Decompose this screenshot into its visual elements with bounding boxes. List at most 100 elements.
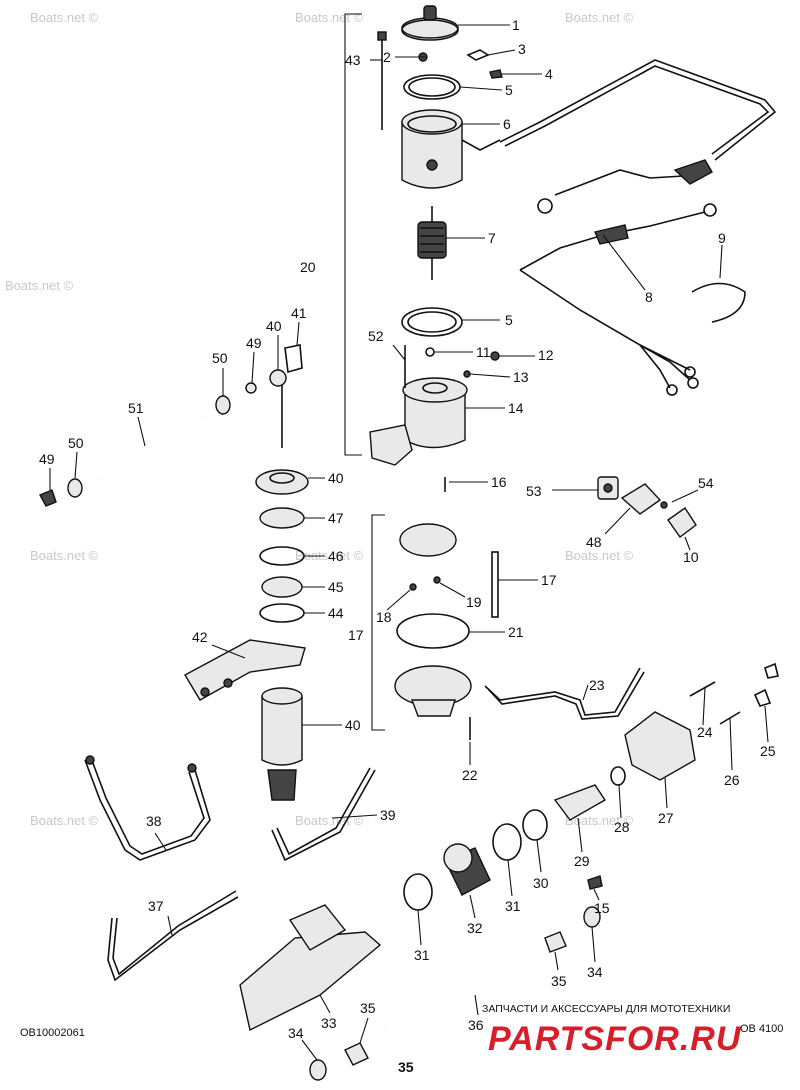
fitting-part (753, 688, 772, 707)
fitting-part (187, 763, 197, 773)
callout-label: 33 (321, 1015, 337, 1031)
tube-part (90, 757, 205, 855)
callout-label: 13 (513, 369, 529, 385)
callout-label: 34 (288, 1025, 304, 1041)
watermark: Boats.net © (30, 813, 99, 828)
callout-labels: 1 2 3 4 5 6 7 43 20 5 8 9 52 11 12 13 14… (39, 17, 776, 1041)
page-number: 35 (398, 1059, 414, 1075)
callout-label: 14 (508, 400, 524, 416)
callout-label: 9 (718, 230, 726, 246)
callout-label: 49 (39, 451, 55, 467)
callout-label: 4 (545, 66, 553, 82)
washer-part (522, 809, 548, 841)
callout-label: 50 (212, 350, 228, 366)
callout-label: 43 (345, 52, 361, 68)
bolt-part (689, 681, 716, 697)
tube-part (107, 896, 239, 982)
callout-label: 40 (328, 470, 344, 486)
callout-label: 46 (328, 548, 344, 564)
nut-part (490, 351, 500, 361)
callout-label: 24 (697, 724, 713, 740)
o-ring-part (259, 603, 305, 623)
ring-terminal (537, 198, 553, 214)
reservoir-body-part (261, 687, 303, 801)
nut-part (309, 1059, 327, 1081)
watermark-group: Boats.net © Boats.net © Boats.net © Boat… (5, 10, 634, 828)
fitting-part (764, 662, 779, 679)
callout-label: 6 (503, 116, 511, 132)
callout-label: 10 (683, 549, 699, 565)
switch-part (597, 476, 619, 500)
callout-label: 17 (348, 627, 364, 643)
o-ring-part (403, 74, 461, 100)
cylinder-part (443, 843, 491, 896)
mounting-bracket-part (184, 639, 306, 701)
callout-label: 42 (192, 629, 208, 645)
callout-label: 39 (380, 807, 396, 823)
bracket-rod (499, 59, 777, 161)
callout-label: 40 (345, 717, 361, 733)
hand-pump-part (269, 344, 303, 448)
callout-label: 37 (148, 898, 164, 914)
tube-part (271, 769, 376, 862)
wire-harness-part (519, 203, 717, 396)
check-valve-part (491, 551, 499, 618)
watermark: Boats.net © (295, 813, 364, 828)
callout-label: 45 (328, 579, 344, 595)
watermark: Boats.net © (295, 10, 364, 25)
callout-label: 28 (614, 819, 630, 835)
pump-body-part (394, 665, 472, 717)
wire-lead (554, 169, 701, 196)
callout-label: 5 (505, 82, 513, 98)
small-part (489, 69, 503, 79)
callout-label: 44 (328, 605, 344, 621)
cap-part (401, 5, 459, 41)
watermark: Boats.net © (565, 10, 634, 25)
store-tagline: ЗАПЧАСТИ И АКСЕССУАРЫ ДЛЯ МОТОТЕХНИКИ (482, 1003, 730, 1015)
connector-part (673, 159, 713, 185)
assembly-bracket (371, 514, 385, 731)
store-brand-logo: PARTSFOR.RU (488, 1020, 742, 1058)
callout-label: 2 (383, 49, 391, 65)
ball-part (409, 583, 417, 591)
callout-label: 51 (128, 400, 144, 416)
switch-cover-part (667, 507, 697, 538)
motor-housing-part (624, 711, 696, 781)
callout-label: 22 (462, 767, 478, 783)
callout-label: 29 (574, 853, 590, 869)
leader-lines (49, 24, 769, 1061)
callout-label: 19 (466, 594, 482, 610)
valve-part (261, 576, 303, 598)
bolt-part (200, 687, 210, 697)
end-housing-part (369, 345, 468, 466)
fitting-part (344, 1042, 369, 1066)
callout-label: 34 (587, 964, 603, 980)
watermark: Boats.net © (30, 548, 99, 563)
nut-part (39, 489, 57, 507)
shaft-highlight (384, 928, 551, 1032)
callout-label: 7 (488, 230, 496, 246)
pump-cover-part (399, 523, 457, 557)
bolt-part (223, 678, 233, 688)
callout-label: 17 (541, 572, 557, 588)
bracket-rod (504, 65, 770, 155)
o-ring-part (492, 823, 522, 861)
reservoir-cap-part (255, 469, 309, 495)
tube-part (276, 767, 371, 856)
assembly-bracket (344, 13, 362, 456)
callout-label: 23 (589, 677, 605, 693)
watermark: Boats.net © (565, 548, 634, 563)
callout-label: 30 (533, 875, 549, 891)
housing-part (401, 109, 501, 189)
o-ring-part (610, 766, 626, 786)
callout-label: 27 (658, 810, 674, 826)
callout-label: 41 (291, 305, 307, 321)
callout-label: 26 (724, 772, 740, 788)
callout-label: 52 (368, 328, 384, 344)
coupling-part (553, 784, 606, 821)
long-bolt-part (377, 31, 387, 130)
watermark: Boats.net © (5, 278, 74, 293)
tube-part (84, 759, 211, 861)
